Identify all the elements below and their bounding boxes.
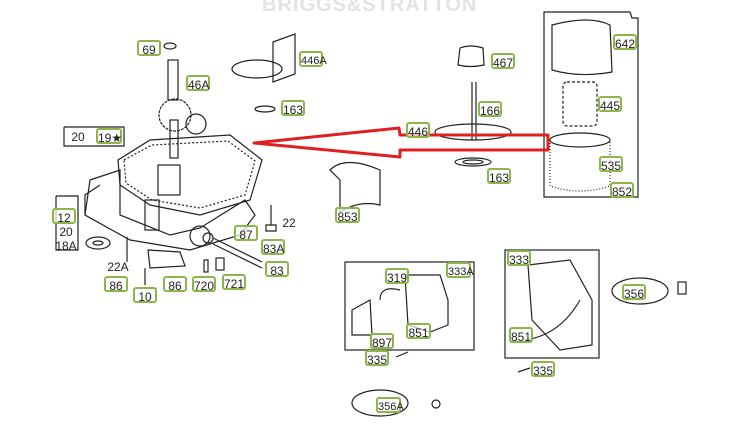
part-label-851[interactable]: 851 bbox=[406, 323, 431, 340]
part-label-18a: 18A bbox=[55, 239, 77, 253]
part-label-69[interactable]: 69 bbox=[137, 40, 161, 57]
part-label-446[interactable]: 446 bbox=[406, 122, 430, 139]
brand-watermark: BRIGGS&STRATTON bbox=[262, 0, 478, 16]
part-label-83a[interactable]: 83A bbox=[261, 239, 285, 256]
part-label-22: 22 bbox=[282, 216, 296, 230]
air-cleaner-base-drawing bbox=[434, 45, 512, 167]
part-label-335[interactable]: 335 bbox=[365, 350, 389, 367]
part-label-46a[interactable]: 46A bbox=[186, 75, 210, 92]
gasket-set-box bbox=[63, 126, 125, 147]
part-label-445[interactable]: 445 bbox=[598, 96, 622, 113]
bolts-drawing bbox=[85, 205, 277, 285]
part-label-851[interactable]: 851 bbox=[509, 327, 533, 344]
part-label-853[interactable]: 853 bbox=[335, 207, 360, 224]
part-label-163[interactable]: 163 bbox=[487, 168, 511, 185]
part-label-333a[interactable]: 333A bbox=[446, 262, 474, 278]
part-label-897[interactable]: 897 bbox=[370, 333, 394, 350]
ignition-armature-drawing bbox=[344, 249, 687, 417]
part-label-86[interactable]: 86 bbox=[104, 276, 128, 293]
part-label-535[interactable]: 535 bbox=[599, 156, 623, 173]
part-label-166[interactable]: 166 bbox=[478, 101, 502, 118]
part-label-20: 20 bbox=[59, 225, 73, 239]
part-label-356[interactable]: 356 bbox=[622, 284, 646, 301]
callout-arrow bbox=[252, 126, 550, 159]
part-label-335[interactable]: 335 bbox=[531, 361, 555, 378]
air-filter-drawing bbox=[543, 11, 639, 198]
part-label-319[interactable]: 319 bbox=[385, 268, 409, 285]
part-label-333[interactable]: 333 bbox=[507, 250, 531, 267]
part-label-12[interactable]: 12 bbox=[52, 208, 76, 225]
crankcase-cover-drawing bbox=[84, 134, 263, 269]
part-label-720[interactable]: 720 bbox=[192, 276, 216, 293]
air-shield-drawing bbox=[231, 33, 296, 113]
bracket-drawing bbox=[329, 161, 381, 214]
part-label-721[interactable]: 721 bbox=[222, 274, 246, 291]
gasket-kit-box bbox=[55, 195, 79, 251]
part-label-356a[interactable]: 356A bbox=[376, 397, 404, 413]
part-label-87[interactable]: 87 bbox=[234, 225, 258, 242]
part-label-19[interactable]: 19★ bbox=[96, 128, 122, 145]
part-label-446a[interactable]: 446A bbox=[299, 51, 327, 67]
part-label-852[interactable]: 852 bbox=[610, 182, 634, 199]
part-label-86[interactable]: 86 bbox=[163, 276, 187, 293]
governor-gear-drawing bbox=[158, 42, 207, 159]
part-label-20: 20 bbox=[71, 130, 85, 144]
part-label-83[interactable]: 83 bbox=[265, 261, 289, 278]
part-label-22a: 22A bbox=[107, 260, 129, 274]
part-label-10[interactable]: 10 bbox=[133, 287, 157, 304]
part-label-467[interactable]: 467 bbox=[491, 53, 515, 70]
part-label-642[interactable]: 642 bbox=[613, 34, 637, 51]
part-label-163[interactable]: 163 bbox=[281, 100, 305, 117]
